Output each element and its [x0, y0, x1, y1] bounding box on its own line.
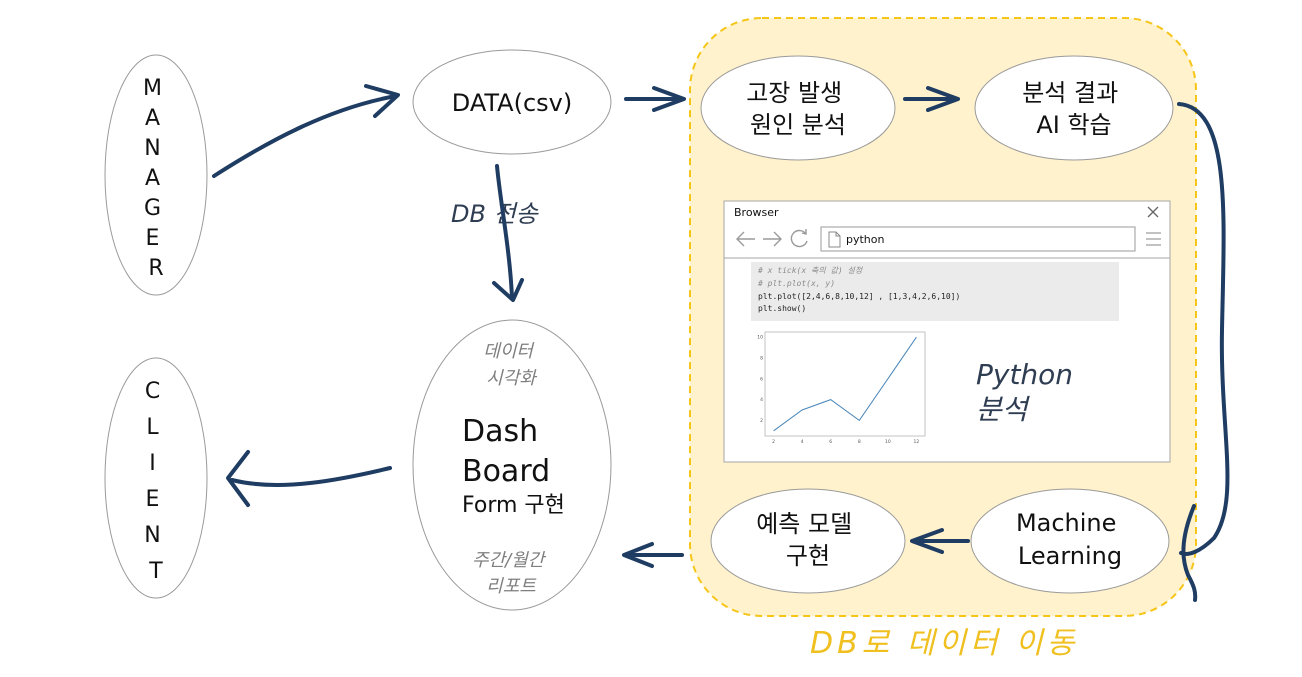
back-arrow-icon[interactable]	[736, 231, 755, 247]
x-tick-label: 12	[914, 439, 920, 445]
client-letter: L	[146, 415, 159, 440]
dashboard-node: 데이터 시각화 Dash Board Form 구현 주간/월간 리포트	[412, 319, 612, 611]
dashboard-subtitle: Form 구현	[462, 493, 565, 518]
arrow-region-to-dashboard	[622, 542, 684, 568]
python-analysis-label: Python	[976, 358, 1073, 391]
browser-window: Browser python	[723, 200, 1171, 463]
manager-letter: A	[145, 166, 160, 191]
client-node: C L I E N T	[104, 357, 208, 599]
address-bar-url: python	[846, 233, 885, 246]
y-tick-label: 8	[760, 356, 763, 362]
series-line	[773, 336, 917, 432]
x-tick-label: 10	[885, 439, 891, 445]
manager-letter: E	[146, 226, 160, 251]
svg-text:예측 모델 구현: 예측 모델 구현	[756, 510, 860, 570]
machine-learning-node: Machine Learning	[970, 488, 1170, 594]
y-tick-label: 4	[760, 397, 763, 403]
y-tick-label: 10	[757, 335, 763, 341]
arrow-cause-to-ai-learning	[903, 86, 960, 112]
address-bar[interactable]: python	[820, 226, 1136, 252]
svg-text:Dash Board: Dash Board	[462, 414, 550, 489]
code-block: # x tick(x 축의 값) 설정 # plt.plot(x, y) plt…	[751, 262, 1119, 321]
x-tick-label: 4	[801, 439, 804, 445]
y-tick-label: 2	[760, 418, 763, 424]
close-icon[interactable]	[1147, 206, 1159, 218]
data-csv-label: DATA(csv)	[452, 89, 572, 117]
client-letter: N	[144, 523, 160, 548]
x-tick-label: 8	[858, 439, 861, 445]
ai-learning-label: AI 학습	[1036, 111, 1111, 139]
code-line: plt.show()	[758, 304, 806, 313]
x-tick-label: 6	[829, 439, 832, 445]
client-letter: T	[148, 559, 163, 584]
dashboard-top-note: 시각화	[486, 368, 537, 389]
menu-icon[interactable]	[1146, 232, 1161, 246]
machine-learning-label: Machine	[1016, 509, 1116, 537]
cause-analysis-label: 원인 분석	[750, 111, 846, 139]
svg-text:주간/월간 리포트: 주간/월간 리포트	[472, 550, 550, 597]
page-icon	[828, 231, 841, 248]
svg-text:M A N A: M A N A G E R	[143, 76, 169, 281]
svg-text:고장 발생 원인 분석: 고장 발생 원인 분석	[746, 79, 850, 139]
manager-letter: M	[143, 76, 162, 101]
svg-text:C L I E: C L I E N T	[144, 379, 167, 584]
data-csv-node: DATA(csv)	[412, 49, 612, 155]
cause-analysis-label: 고장 발생	[746, 79, 842, 107]
dashboard-top-note: 데이터	[483, 341, 535, 362]
db-move-label: DB로 데이터 이동	[810, 626, 1078, 661]
manager-node: M A N A G E R	[104, 54, 208, 296]
arrow-manager-to-data	[212, 84, 400, 178]
dashboard-bottom-note: 주간/월간	[472, 550, 547, 571]
manager-letter: N	[144, 136, 160, 161]
client-letter: E	[146, 487, 160, 512]
y-tick-label: 6	[760, 376, 763, 382]
code-comment-line: # plt.plot(x, y)	[757, 279, 835, 288]
dashboard-bottom-note: 리포트	[486, 576, 537, 597]
ai-learning-node: 분석 결과 AI 학습	[974, 55, 1174, 161]
code-comment-line: # x tick(x 축의 값) 설정	[757, 266, 864, 275]
arrow-data-to-dashboard	[492, 164, 524, 302]
dashboard-title: Board	[462, 454, 550, 489]
cause-analysis-node: 고장 발생 원인 분석	[700, 55, 896, 161]
browser-title: Browser	[734, 206, 779, 219]
prediction-model-node: 예측 모델 구현	[710, 488, 906, 594]
x-tick-label: 2	[772, 439, 775, 445]
manager-letter: A	[145, 106, 160, 131]
arrow-data-to-cause-analysis	[624, 86, 686, 112]
ai-learning-label: 분석 결과	[1022, 79, 1118, 107]
dashboard-title: Dash	[462, 414, 538, 449]
prediction-model-label: 예측 모델	[756, 510, 852, 538]
machine-learning-label: Learning	[1018, 542, 1122, 570]
manager-letter: R	[148, 256, 163, 281]
prediction-model-label: 구현	[786, 542, 830, 570]
forward-arrow-icon[interactable]	[763, 231, 782, 247]
arrow-dashboard-to-client	[226, 450, 392, 507]
arrow-ai-learning-to-machine-learning	[1177, 102, 1230, 602]
code-line: plt.plot([2,4,6,8,10,12] , [1,3,4,2,6,10…	[758, 292, 960, 301]
svg-text:분석 결과 AI 학습: 분석 결과 AI 학습	[1022, 79, 1126, 139]
line-chart: 2 4 6 8 10 12 2 4 6 8 10	[757, 331, 926, 445]
svg-text:Machine Learning: Machine Learning	[1016, 509, 1124, 570]
svg-text:데이터 시각화: 데이터 시각화	[483, 341, 538, 389]
arrow-machine-learning-to-prediction	[910, 528, 970, 554]
python-analysis-label: 분석	[976, 393, 1031, 426]
client-letter: C	[145, 379, 160, 404]
refresh-icon[interactable]	[790, 229, 808, 248]
db-transfer-label: DB 전송	[451, 200, 540, 228]
manager-letter: G	[144, 196, 161, 221]
chart-frame	[764, 331, 926, 437]
client-letter: I	[149, 451, 156, 476]
